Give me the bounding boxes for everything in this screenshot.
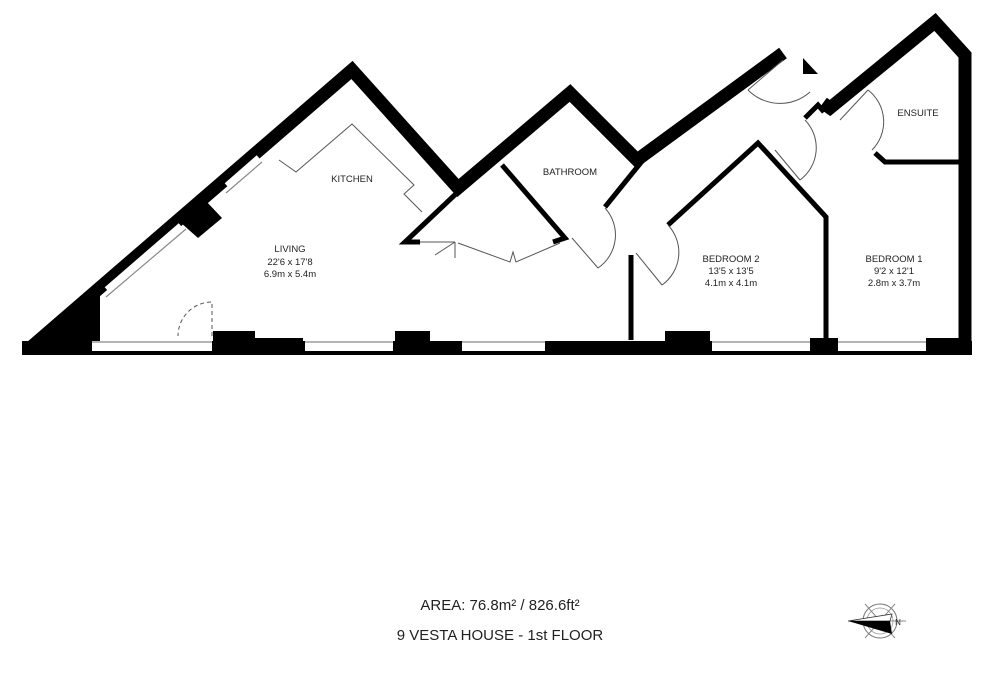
bedroom1-metric: 2.8m x 3.7m bbox=[868, 278, 920, 289]
compass-north-icon: N bbox=[847, 603, 906, 639]
bedroom2-imperial: 13'5 x 13'5 bbox=[708, 266, 753, 277]
windows bbox=[92, 155, 970, 355]
bedroom2-metric: 4.1m x 4.1m bbox=[705, 278, 757, 289]
kitchen-counter bbox=[278, 123, 423, 213]
bathroom-label: BATHROOM bbox=[543, 167, 597, 178]
living-metric: 6.9m x 5.4m bbox=[264, 269, 316, 280]
outer-walls bbox=[22, 13, 972, 355]
compass-label: N bbox=[895, 618, 901, 627]
bedroom2-label: BEDROOM 2 bbox=[702, 254, 759, 265]
ensuite-label: ENSUITE bbox=[897, 108, 938, 119]
bedroom1-imperial: 9'2 x 12'1 bbox=[874, 266, 914, 277]
bedroom1-label: BEDROOM 1 bbox=[865, 254, 922, 265]
entrance-arrow-icon bbox=[803, 58, 818, 74]
doors bbox=[177, 59, 885, 337]
living-imperial: 22'6 x 17'8 bbox=[267, 257, 312, 268]
property-title: 9 VESTA HOUSE - 1st FLOOR bbox=[396, 627, 604, 644]
kitchen-label: KITCHEN bbox=[331, 174, 373, 185]
internal-walls bbox=[398, 101, 962, 340]
living-label: LIVING bbox=[274, 244, 305, 255]
area-text: AREA: 76.8m² / 826.6ft² bbox=[420, 597, 580, 614]
